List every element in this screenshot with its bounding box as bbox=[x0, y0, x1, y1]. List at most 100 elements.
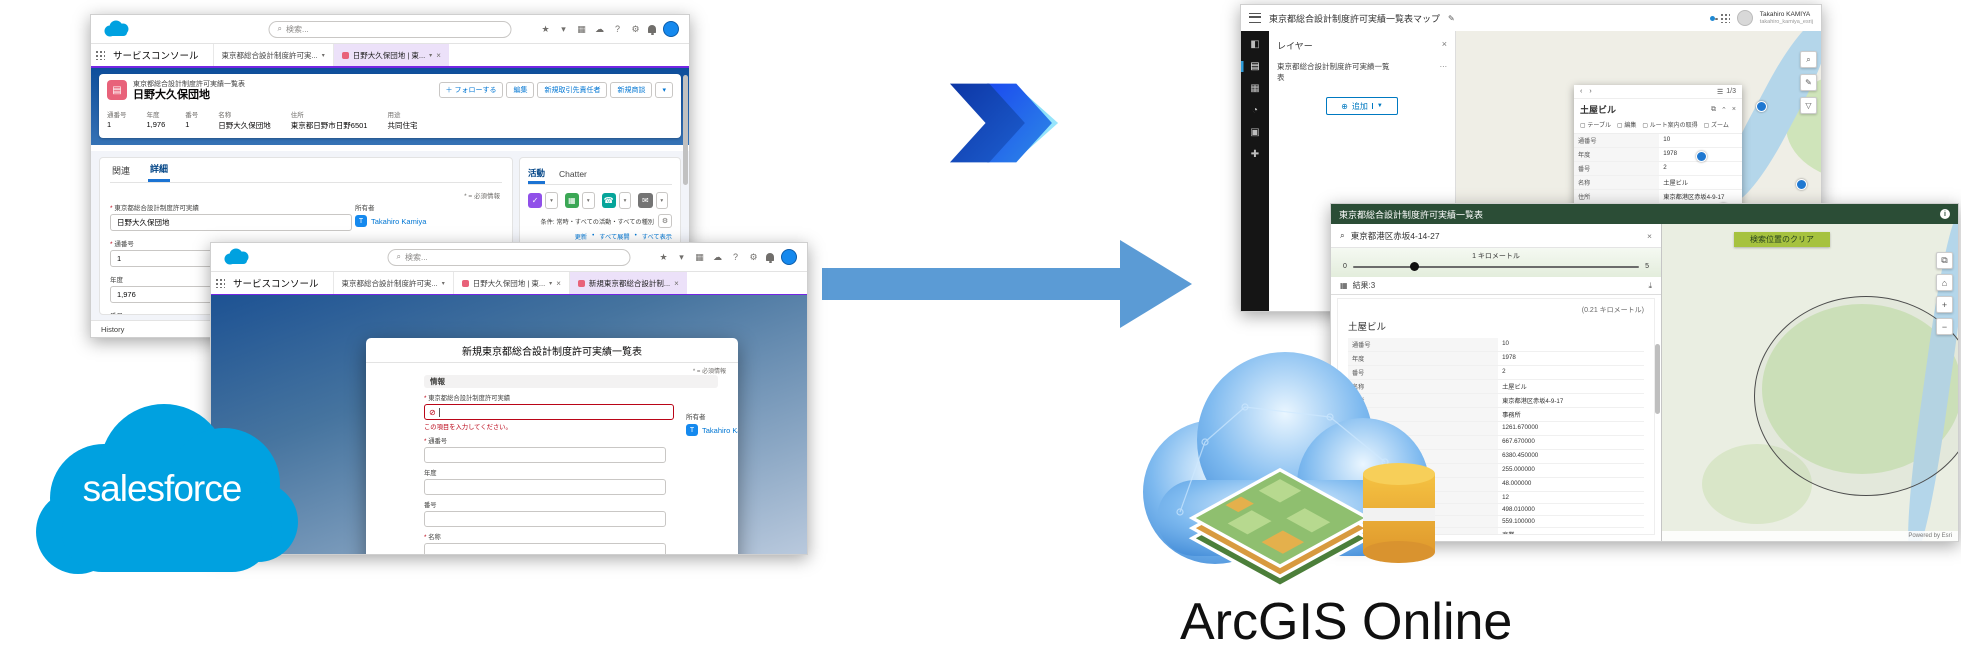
new-task-icon[interactable]: ✓ bbox=[528, 193, 543, 208]
info-icon[interactable]: i bbox=[1940, 209, 1950, 219]
popup-toolbar-action[interactable]: ▢ ズーム bbox=[1703, 123, 1729, 129]
clear-search-location-button[interactable]: 検索位置のクリア bbox=[1734, 232, 1830, 247]
popup-next-icon[interactable]: › bbox=[1589, 88, 1592, 95]
collapse-icon[interactable]: ⌃ bbox=[1721, 106, 1727, 114]
scrollbar[interactable] bbox=[683, 75, 688, 185]
field-input[interactable] bbox=[424, 511, 666, 527]
field-input[interactable] bbox=[424, 479, 666, 495]
close-icon[interactable]: × bbox=[1731, 105, 1736, 113]
record-subtab[interactable]: 詳細 bbox=[148, 158, 171, 182]
home-icon[interactable]: ⌂ bbox=[1936, 274, 1953, 291]
email-icon[interactable]: ✉ bbox=[638, 193, 653, 208]
record-action-button[interactable]: ＋ フォローする bbox=[438, 82, 504, 99]
record-action-button[interactable]: ▾ bbox=[655, 82, 673, 99]
chevron-down-icon[interactable]: ▾ bbox=[618, 192, 632, 209]
map-canvas[interactable]: 検索位置のクリア ⧉ ⌂ + − Powered by Esri イギリス大使館… bbox=[1662, 224, 1958, 541]
filter-tool-icon[interactable]: ▽ bbox=[1800, 97, 1817, 114]
help-icon[interactable]: ? bbox=[614, 24, 620, 34]
app-launcher-icon[interactable] bbox=[215, 278, 225, 288]
global-search-input[interactable]: ⌕ 検索... bbox=[387, 248, 631, 266]
chevron-down-icon[interactable]: ▾ bbox=[429, 52, 433, 59]
radius-slider[interactable] bbox=[1352, 262, 1640, 271]
export-icon[interactable]: ⤓ bbox=[1648, 280, 1652, 290]
field-input[interactable] bbox=[424, 447, 666, 463]
help-icon[interactable]: ? bbox=[732, 252, 738, 262]
field-input[interactable] bbox=[424, 543, 666, 554]
dock-icon[interactable]: ⧉ bbox=[1711, 105, 1717, 113]
log-call-icon[interactable]: ☎ bbox=[601, 193, 616, 208]
map-feature-point[interactable] bbox=[1796, 179, 1807, 190]
zoom-in-button[interactable]: + bbox=[1936, 296, 1953, 313]
avatar[interactable] bbox=[781, 249, 797, 265]
search-tool-icon[interactable]: ⌕ bbox=[1800, 51, 1817, 68]
zoom-out-button[interactable]: − bbox=[1936, 318, 1953, 335]
popup-toolbar-action[interactable]: ▢ テーブル bbox=[1580, 123, 1611, 129]
chevron-down-icon[interactable]: ▾ bbox=[582, 192, 595, 209]
popup-list-icon[interactable]: ☰ bbox=[1716, 88, 1724, 96]
popup-toolbar-action[interactable]: ▢ ルート案内の取得 bbox=[1642, 123, 1698, 129]
close-icon[interactable]: × bbox=[436, 50, 441, 60]
owner-chip[interactable]: T Takahiro Kamiya bbox=[686, 424, 738, 436]
workspace-tab[interactable]: 日野大久保団地 | 東...▾× bbox=[452, 272, 569, 294]
app-launcher-icon[interactable] bbox=[95, 50, 105, 60]
activity-tab[interactable]: 活動 bbox=[528, 164, 546, 184]
chevron-down-icon[interactable]: ▾ bbox=[545, 192, 558, 209]
favorites-caret-icon[interactable]: ▾ bbox=[679, 251, 684, 262]
chevron-down-icon[interactable]: ▾ bbox=[655, 192, 668, 209]
record-action-button[interactable]: 新規取引先責任者 bbox=[537, 82, 608, 99]
address-search-input[interactable]: ⌕ 東京都港区赤坂4-14-27 × bbox=[1331, 224, 1661, 248]
map-feature-point[interactable] bbox=[1696, 151, 1707, 162]
close-icon[interactable]: × bbox=[1441, 39, 1447, 49]
owner-chip[interactable]: T Takahiro Kamiya bbox=[355, 215, 426, 227]
favorite-star-icon[interactable]: ★ bbox=[541, 23, 550, 34]
clear-search-icon[interactable]: × bbox=[1647, 230, 1652, 241]
trailhead-icon[interactable]: ☁ bbox=[595, 23, 604, 34]
workspace-tab[interactable]: 日野大久保団地 | 東...▾× bbox=[332, 44, 449, 66]
edit-pencil-icon[interactable]: ✎ bbox=[1448, 13, 1455, 23]
popup-prev-icon[interactable]: ‹ bbox=[1580, 88, 1583, 95]
tables-icon[interactable]: ▦ bbox=[1250, 83, 1260, 94]
chevron-down-icon[interactable]: ▾ bbox=[321, 52, 325, 59]
charts-icon[interactable]: ◔ bbox=[1251, 105, 1259, 116]
record-subtab[interactable]: 関連 bbox=[112, 165, 131, 176]
avatar[interactable] bbox=[1736, 10, 1753, 26]
more-options-icon[interactable]: ⋯ bbox=[1439, 62, 1448, 71]
avatar[interactable] bbox=[663, 21, 679, 37]
error-input[interactable]: ⊘ bbox=[424, 404, 674, 420]
legend-icon[interactable]: ▣ bbox=[1250, 127, 1260, 138]
close-icon[interactable]: × bbox=[674, 278, 679, 288]
menu-icon[interactable] bbox=[1249, 13, 1261, 23]
layers-icon[interactable]: ◧ bbox=[1250, 39, 1260, 50]
workspace-tab[interactable]: 新規東京都総合設計制...× bbox=[568, 272, 687, 294]
favorites-caret-icon[interactable]: ▾ bbox=[561, 23, 566, 34]
activity-link[interactable]: 更新 bbox=[574, 234, 588, 241]
map-feature-point[interactable] bbox=[1756, 101, 1767, 112]
notifications-bell-icon[interactable] bbox=[648, 25, 656, 35]
app-launcher-icon[interactable] bbox=[1719, 13, 1730, 23]
chevron-down-icon[interactable]: ▾ bbox=[549, 280, 553, 287]
popup-toolbar-action[interactable]: ▢ 編集 bbox=[1616, 123, 1637, 129]
activity-filter-gear-icon[interactable]: ⚙ bbox=[658, 214, 672, 228]
setup-gear-icon[interactable]: ⚙ bbox=[749, 251, 758, 262]
quick-launch-icon[interactable]: ▦ bbox=[577, 23, 586, 34]
field-input[interactable]: 日野大久保団地 bbox=[110, 214, 352, 231]
scrollbar[interactable] bbox=[1655, 344, 1660, 414]
activity-tab[interactable]: Chatter bbox=[559, 169, 587, 179]
add-layer-button[interactable]: ⊕ 追加 ▼ bbox=[1326, 97, 1398, 115]
new-event-icon[interactable]: ▦ bbox=[564, 193, 580, 208]
utility-history-item[interactable]: History bbox=[101, 324, 125, 334]
trailhead-icon[interactable]: ☁ bbox=[713, 251, 722, 262]
layer-item-label[interactable]: 東京都総合設計制度許可実績一覧表 bbox=[1277, 62, 1390, 82]
activity-link[interactable]: すべて表示 bbox=[641, 234, 672, 241]
workspace-tab[interactable]: 東京都総合設計制度許可実...▾ bbox=[212, 44, 333, 66]
basemap-icon[interactable]: ▤ bbox=[1241, 61, 1269, 72]
setup-gear-icon[interactable]: ⚙ bbox=[631, 23, 640, 34]
chevron-down-icon[interactable]: ▼ bbox=[1371, 103, 1383, 109]
slider-knob[interactable] bbox=[1410, 262, 1420, 271]
close-icon[interactable]: × bbox=[556, 278, 561, 288]
favorite-star-icon[interactable]: ★ bbox=[659, 251, 668, 262]
workspace-tab[interactable]: 東京都総合設計制度許可実...▾ bbox=[332, 272, 453, 294]
quick-launch-icon[interactable]: ▦ bbox=[695, 251, 704, 262]
sketch-tool-icon[interactable]: ✎ bbox=[1800, 74, 1817, 91]
chevron-down-icon[interactable]: ▾ bbox=[441, 280, 445, 287]
